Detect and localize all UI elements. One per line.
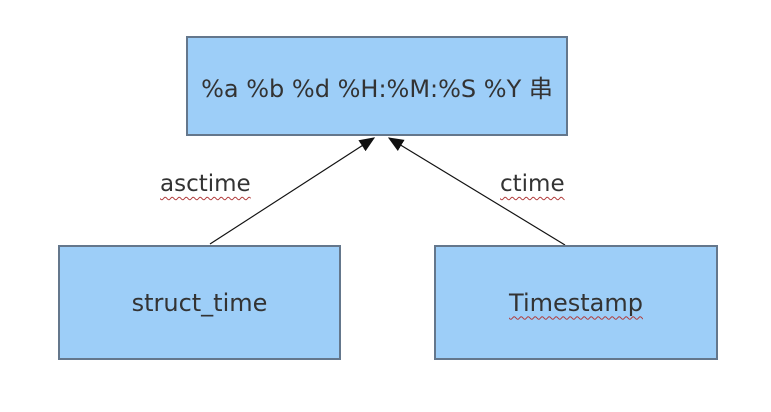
node-format-string: %a %b %d %H:%M:%S %Y 串 (186, 36, 568, 136)
edge-label-ctime: ctime (500, 171, 565, 197)
edge-label-asctime: asctime (160, 171, 251, 197)
node-timestamp-label: Timestamp (509, 288, 643, 317)
node-timestamp: Timestamp (434, 245, 718, 360)
node-format-string-label: %a %b %d %H:%M:%S %Y 串 (201, 74, 553, 103)
node-struct-time-label: struct_time (131, 288, 268, 317)
node-struct-time: struct_time (58, 245, 341, 360)
edge-label-asctime-text: asctime (160, 171, 251, 197)
edge-label-ctime-text: ctime (500, 171, 565, 197)
